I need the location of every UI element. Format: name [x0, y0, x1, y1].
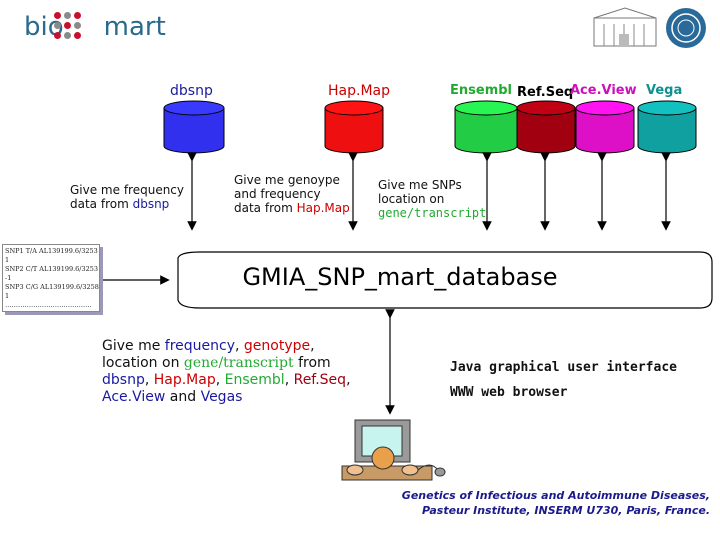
- query-hapmap: Give me genoype and frequency data from …: [234, 173, 350, 215]
- label-aceview: Ace.View: [570, 83, 637, 98]
- query-gene-line2: location on: [378, 192, 445, 206]
- snp-document: SNP1 T/A AL139199.6/3253 1 SNP2 C/T AL13…: [2, 244, 100, 312]
- query-gene: Give me SNPs location on gene/transcript: [378, 178, 486, 220]
- label-ensembl: Ensembl: [450, 83, 512, 98]
- cylinder-aceview: [575, 100, 635, 154]
- big-query: Give me frequency, genotype, location on…: [102, 338, 351, 405]
- logo-dots-icon: [52, 10, 92, 50]
- arrows: [100, 152, 671, 415]
- query-hapmap-line3: data from Hap.Map: [234, 201, 350, 215]
- cylinder-vega: [637, 100, 697, 154]
- cylinder-ensembl: [454, 100, 518, 154]
- doc-line: SNP3 C/G AL139199.6/3258 1: [5, 283, 99, 300]
- query-hapmap-line2: and frequency: [234, 187, 321, 201]
- credit-line1: Genetics of Infectious and Autoimmune Di…: [401, 489, 710, 502]
- query-hapmap-line1: Give me genoype: [234, 173, 340, 187]
- computer-user-icon: [341, 419, 446, 481]
- cylinder-hapmap: [324, 100, 384, 154]
- query-dbsnp: Give me frequency data from dbsnp: [70, 183, 184, 211]
- doc-line: ………………………………….: [5, 301, 92, 309]
- label-refseq: Ref.Seq: [517, 85, 574, 100]
- credit-line2: Pasteur Institute, INSERM U730, Paris, F…: [421, 504, 710, 517]
- label-dbsnp: dbsnp: [170, 83, 213, 99]
- label-hapmap: Hap.Map: [328, 83, 390, 99]
- query-dbsnp-line1: Give me frequency: [70, 183, 185, 197]
- database-title: GMIA_SNP_mart_database: [242, 263, 558, 291]
- cylinder-refseq: [516, 100, 576, 154]
- label-vega: Vega: [646, 83, 683, 98]
- cylinder-dbsnp: [163, 100, 225, 154]
- query-gene-line3: gene/transcript: [378, 206, 487, 220]
- database-banner: [177, 251, 713, 309]
- doc-line: SNP1 T/A AL139199.6/3253 1: [5, 247, 98, 264]
- query-gene-line1: Give me SNPs: [378, 178, 462, 192]
- query-dbsnp-line2: data from dbsnp: [70, 197, 170, 211]
- logo-mart: mart: [103, 12, 166, 42]
- credit: Genetics of Infectious and Autoimmune Di…: [402, 488, 710, 518]
- csh-seal-icon: [666, 8, 706, 48]
- web-browser-label: WWW web browser: [450, 385, 568, 400]
- doc-line: SNP2 C/T AL139199.6/3253 -1: [5, 265, 99, 282]
- building-sketch-icon: [593, 7, 657, 47]
- java-gui-label: Java graphical user interface: [450, 360, 677, 375]
